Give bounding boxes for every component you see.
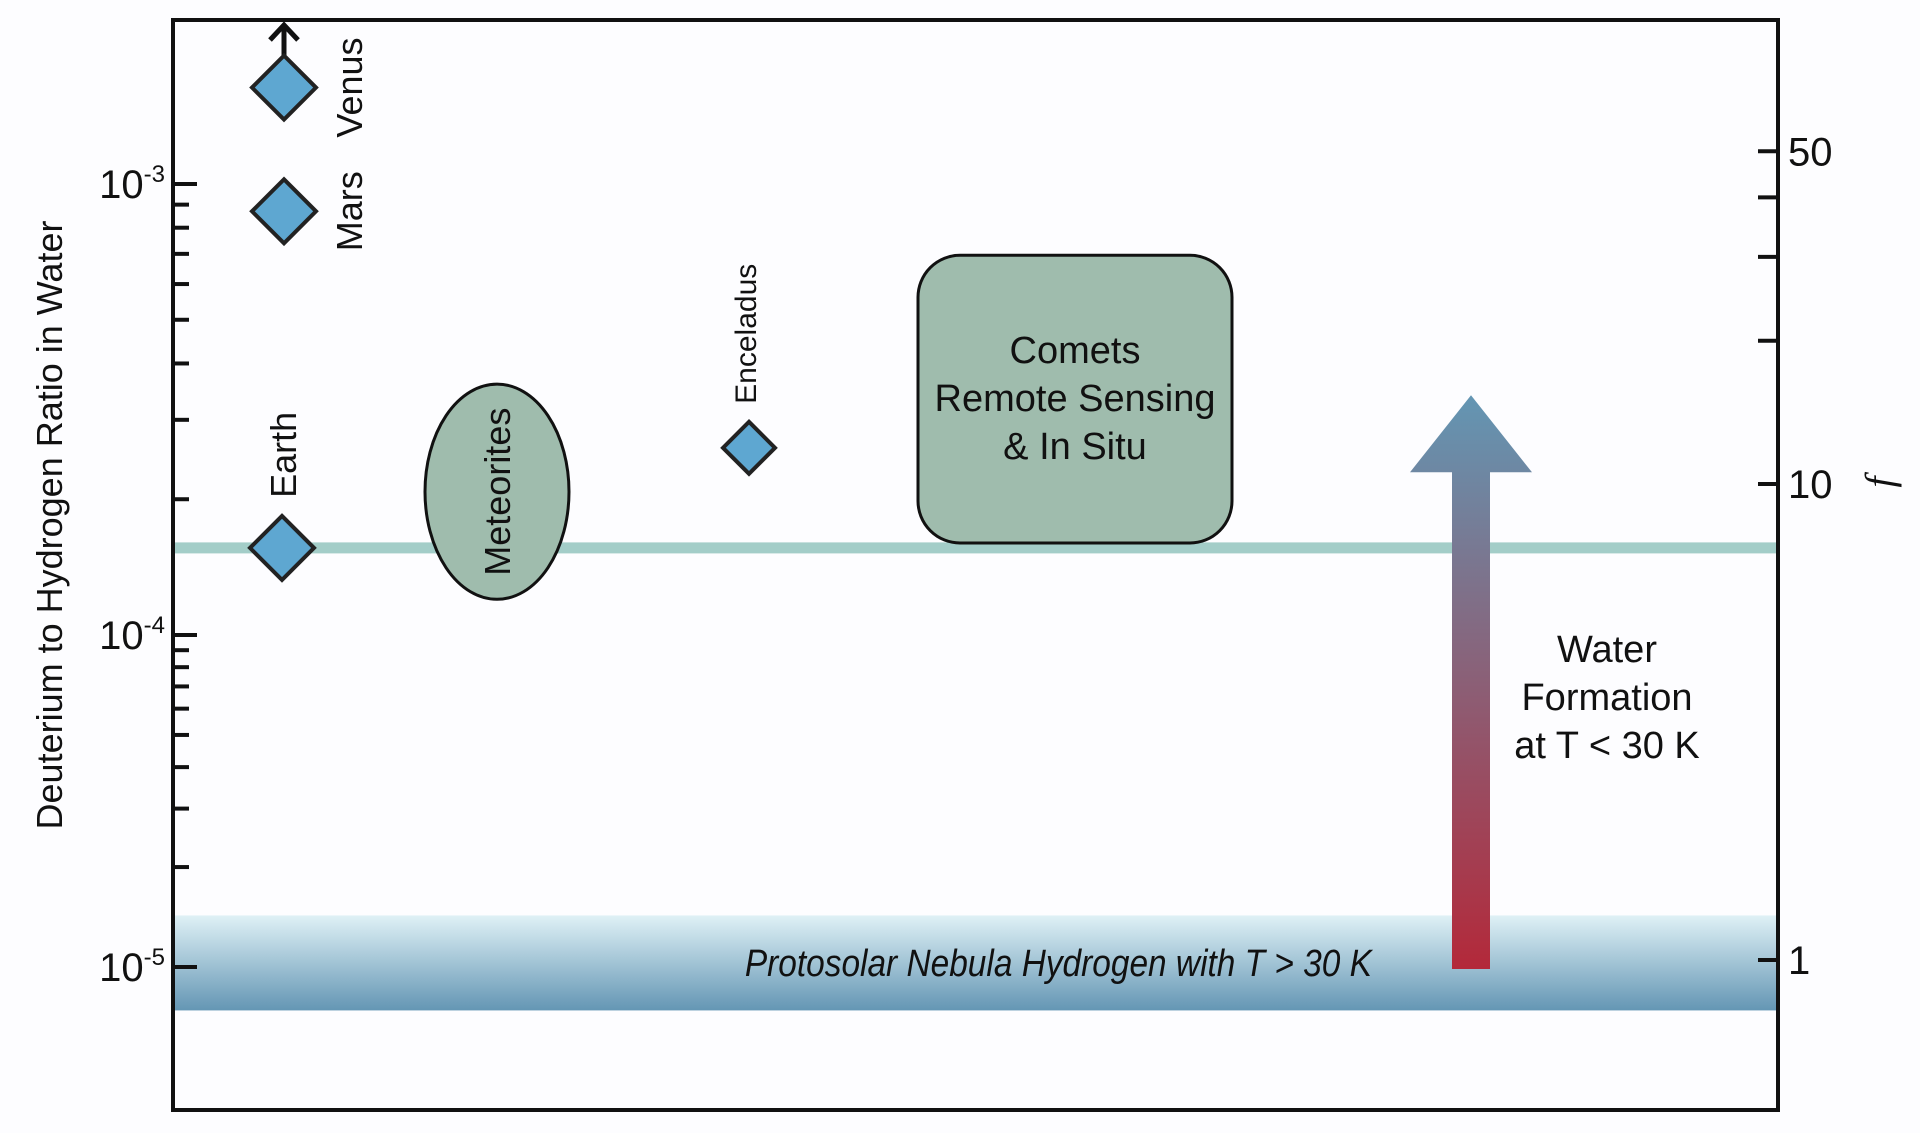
protosolar-band: Protosolar Nebula Hydrogen with T > 30 K (175, 915, 1776, 1011)
data-point-venus: Venus (249, 21, 370, 138)
meteorites-ellipse (423, 382, 571, 601)
point-label: Earth (263, 412, 304, 498)
y2-axis-title: f (1857, 472, 1902, 488)
y2-tick-label: 50 (1788, 130, 1833, 174)
y2-tick-label: 10 (1788, 463, 1833, 507)
y-tick-label: 10-3 (99, 161, 165, 207)
data-point-mars: Mars (249, 171, 370, 251)
water-formation-arrow: Water Formation at T < 30 K (1410, 395, 1700, 970)
meteorites-label: Meteorites (477, 408, 518, 576)
comets-box (916, 253, 1234, 545)
data-point-earth: Earth (247, 412, 317, 583)
protosolar-band-label: Protosolar Nebula Hydrogen with T > 30 K (745, 942, 1374, 984)
comets-label-line-3: & In Situ (1003, 426, 1147, 468)
water-formation-label-line-3: at T < 30 K (1514, 725, 1700, 767)
y-tick-label: 10-5 (99, 944, 165, 990)
y-axis-title: Deuterium to Hydrogen Ratio in Water (29, 221, 70, 830)
diamond-marker (247, 513, 317, 583)
point-label: Enceladus (730, 264, 763, 404)
water-formation-label-line-2: Formation (1521, 677, 1692, 719)
point-label: Venus (329, 37, 370, 137)
right-axis-ticks: 1 10 50 (1758, 130, 1833, 983)
left-axis-ticks: 10-3 10-4 10-5 (99, 161, 197, 990)
diamond-marker (720, 419, 778, 477)
point-label: Mars (329, 171, 370, 251)
arrow-up-icon (268, 21, 300, 42)
y-tick-label: 10-4 (99, 612, 165, 658)
diamond-marker (249, 176, 319, 247)
water-formation-label-line-1: Water (1557, 629, 1657, 671)
comets-region: Comets Remote Sensing & In Situ (916, 253, 1234, 545)
protosolar-band-rect (175, 915, 1776, 1011)
comets-label-line-2: Remote Sensing (935, 378, 1216, 420)
meteorites-region: Meteorites (423, 382, 571, 601)
earth-reference-line (175, 542, 1776, 554)
data-point-enceladus: Enceladus (720, 264, 778, 477)
diamond-marker (249, 52, 319, 123)
comets-label-line-1: Comets (1010, 330, 1141, 372)
water-formation-arrow-shape (1410, 395, 1532, 970)
axes (171, 18, 1780, 1112)
y2-tick-label: 1 (1788, 939, 1810, 983)
